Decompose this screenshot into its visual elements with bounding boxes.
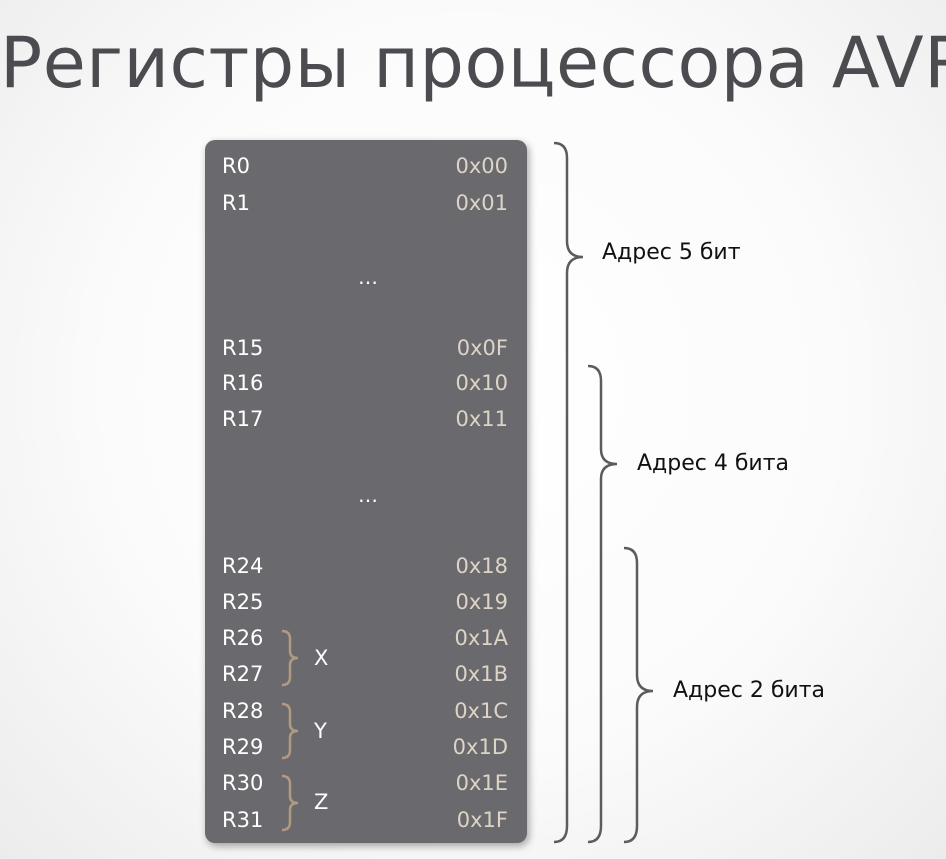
register-name-r30: R30 [222, 771, 264, 795]
register-name-r1: R1 [222, 191, 250, 215]
range-brace-5bit [553, 141, 584, 844]
register-address-r0: 0x00 [455, 154, 508, 178]
range-brace-2bit [623, 546, 654, 844]
register-name-r16: R16 [222, 371, 264, 395]
register-address-r28: 0x1C [454, 699, 508, 723]
register-name-r15: R15 [222, 336, 264, 360]
register-name-r27: R27 [222, 662, 264, 686]
register-file-block [205, 140, 527, 843]
register-address-r26: 0x1A [454, 626, 508, 650]
register-address-r29: 0x1D [452, 735, 508, 759]
range-label-5bit: Адрес 5 бит [602, 240, 741, 265]
register-name-r24: R24 [222, 554, 264, 578]
range-label-2bit: Адрес 2 бита [673, 678, 826, 703]
pair-label-x: X [314, 646, 329, 670]
register-address-r30: 0x1E [455, 771, 508, 795]
register-name-r25: R25 [222, 590, 264, 614]
register-address-r24: 0x18 [455, 554, 508, 578]
register-address-r17: 0x11 [455, 407, 508, 431]
register-address-r16: 0x10 [455, 371, 508, 395]
pair-brace-x [281, 629, 299, 687]
register-name-r29: R29 [222, 735, 264, 759]
register-address-r15: 0x0F [456, 336, 508, 360]
pair-label-y: Y [314, 719, 327, 743]
pair-brace-y [281, 702, 299, 760]
pair-brace-z [281, 774, 299, 832]
register-address-r27: 0x1B [454, 662, 508, 686]
slide-title: Регистры процессора AVR [0, 22, 946, 104]
register-address-r25: 0x19 [455, 590, 508, 614]
pair-label-z: Z [314, 790, 329, 814]
register-address-r1: 0x01 [455, 191, 508, 215]
register-name-r28: R28 [222, 699, 264, 723]
register-address-r31: 0x1F [456, 808, 508, 832]
range-label-4bit: Адрес 4 бита [637, 451, 790, 476]
register-name-r31: R31 [222, 808, 264, 832]
ellipsis-lower: … [358, 483, 378, 507]
register-name-r17: R17 [222, 407, 264, 431]
register-name-r0: R0 [222, 154, 250, 178]
ellipsis-upper: … [358, 265, 378, 289]
range-brace-4bit [587, 364, 618, 844]
register-name-r26: R26 [222, 626, 264, 650]
